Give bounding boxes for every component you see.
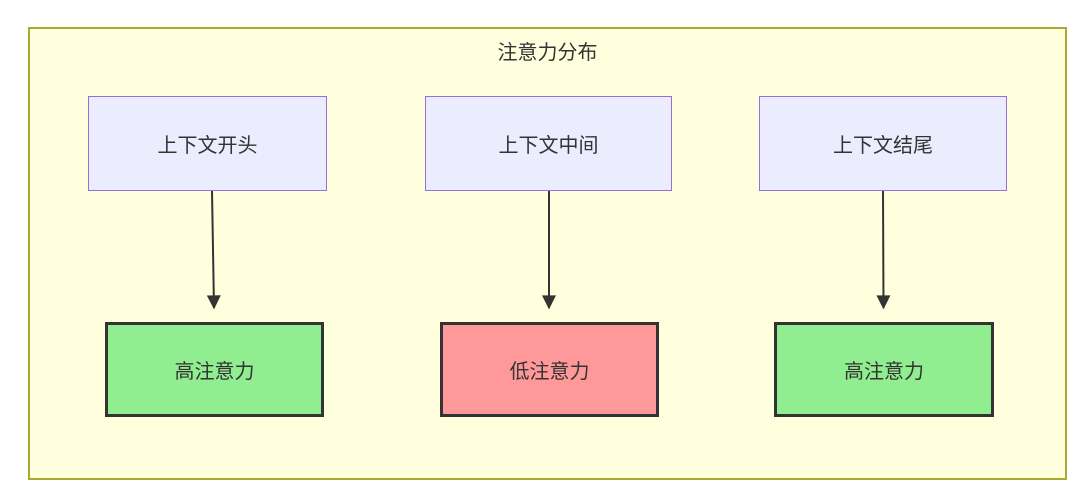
node-context-middle: 上下文中间: [425, 96, 672, 191]
node-context-start: 上下文开头: [88, 96, 327, 191]
node-high-attention-1: 高注意力: [105, 322, 324, 417]
node-high-attention-2: 高注意力: [774, 322, 994, 417]
arrow-context-end-to-high-attention: [876, 190, 891, 310]
node-context-end: 上下文结尾: [759, 96, 1007, 191]
cluster-attention-distribution: 注意力分布 上下文开头 上下文中间 上下文结尾 高注意力 低注意力 高注意力: [28, 27, 1067, 480]
node-low-attention: 低注意力: [440, 322, 659, 417]
arrow-context-start-to-high-attention: [206, 190, 221, 310]
cluster-title: 注意力分布: [497, 42, 598, 64]
